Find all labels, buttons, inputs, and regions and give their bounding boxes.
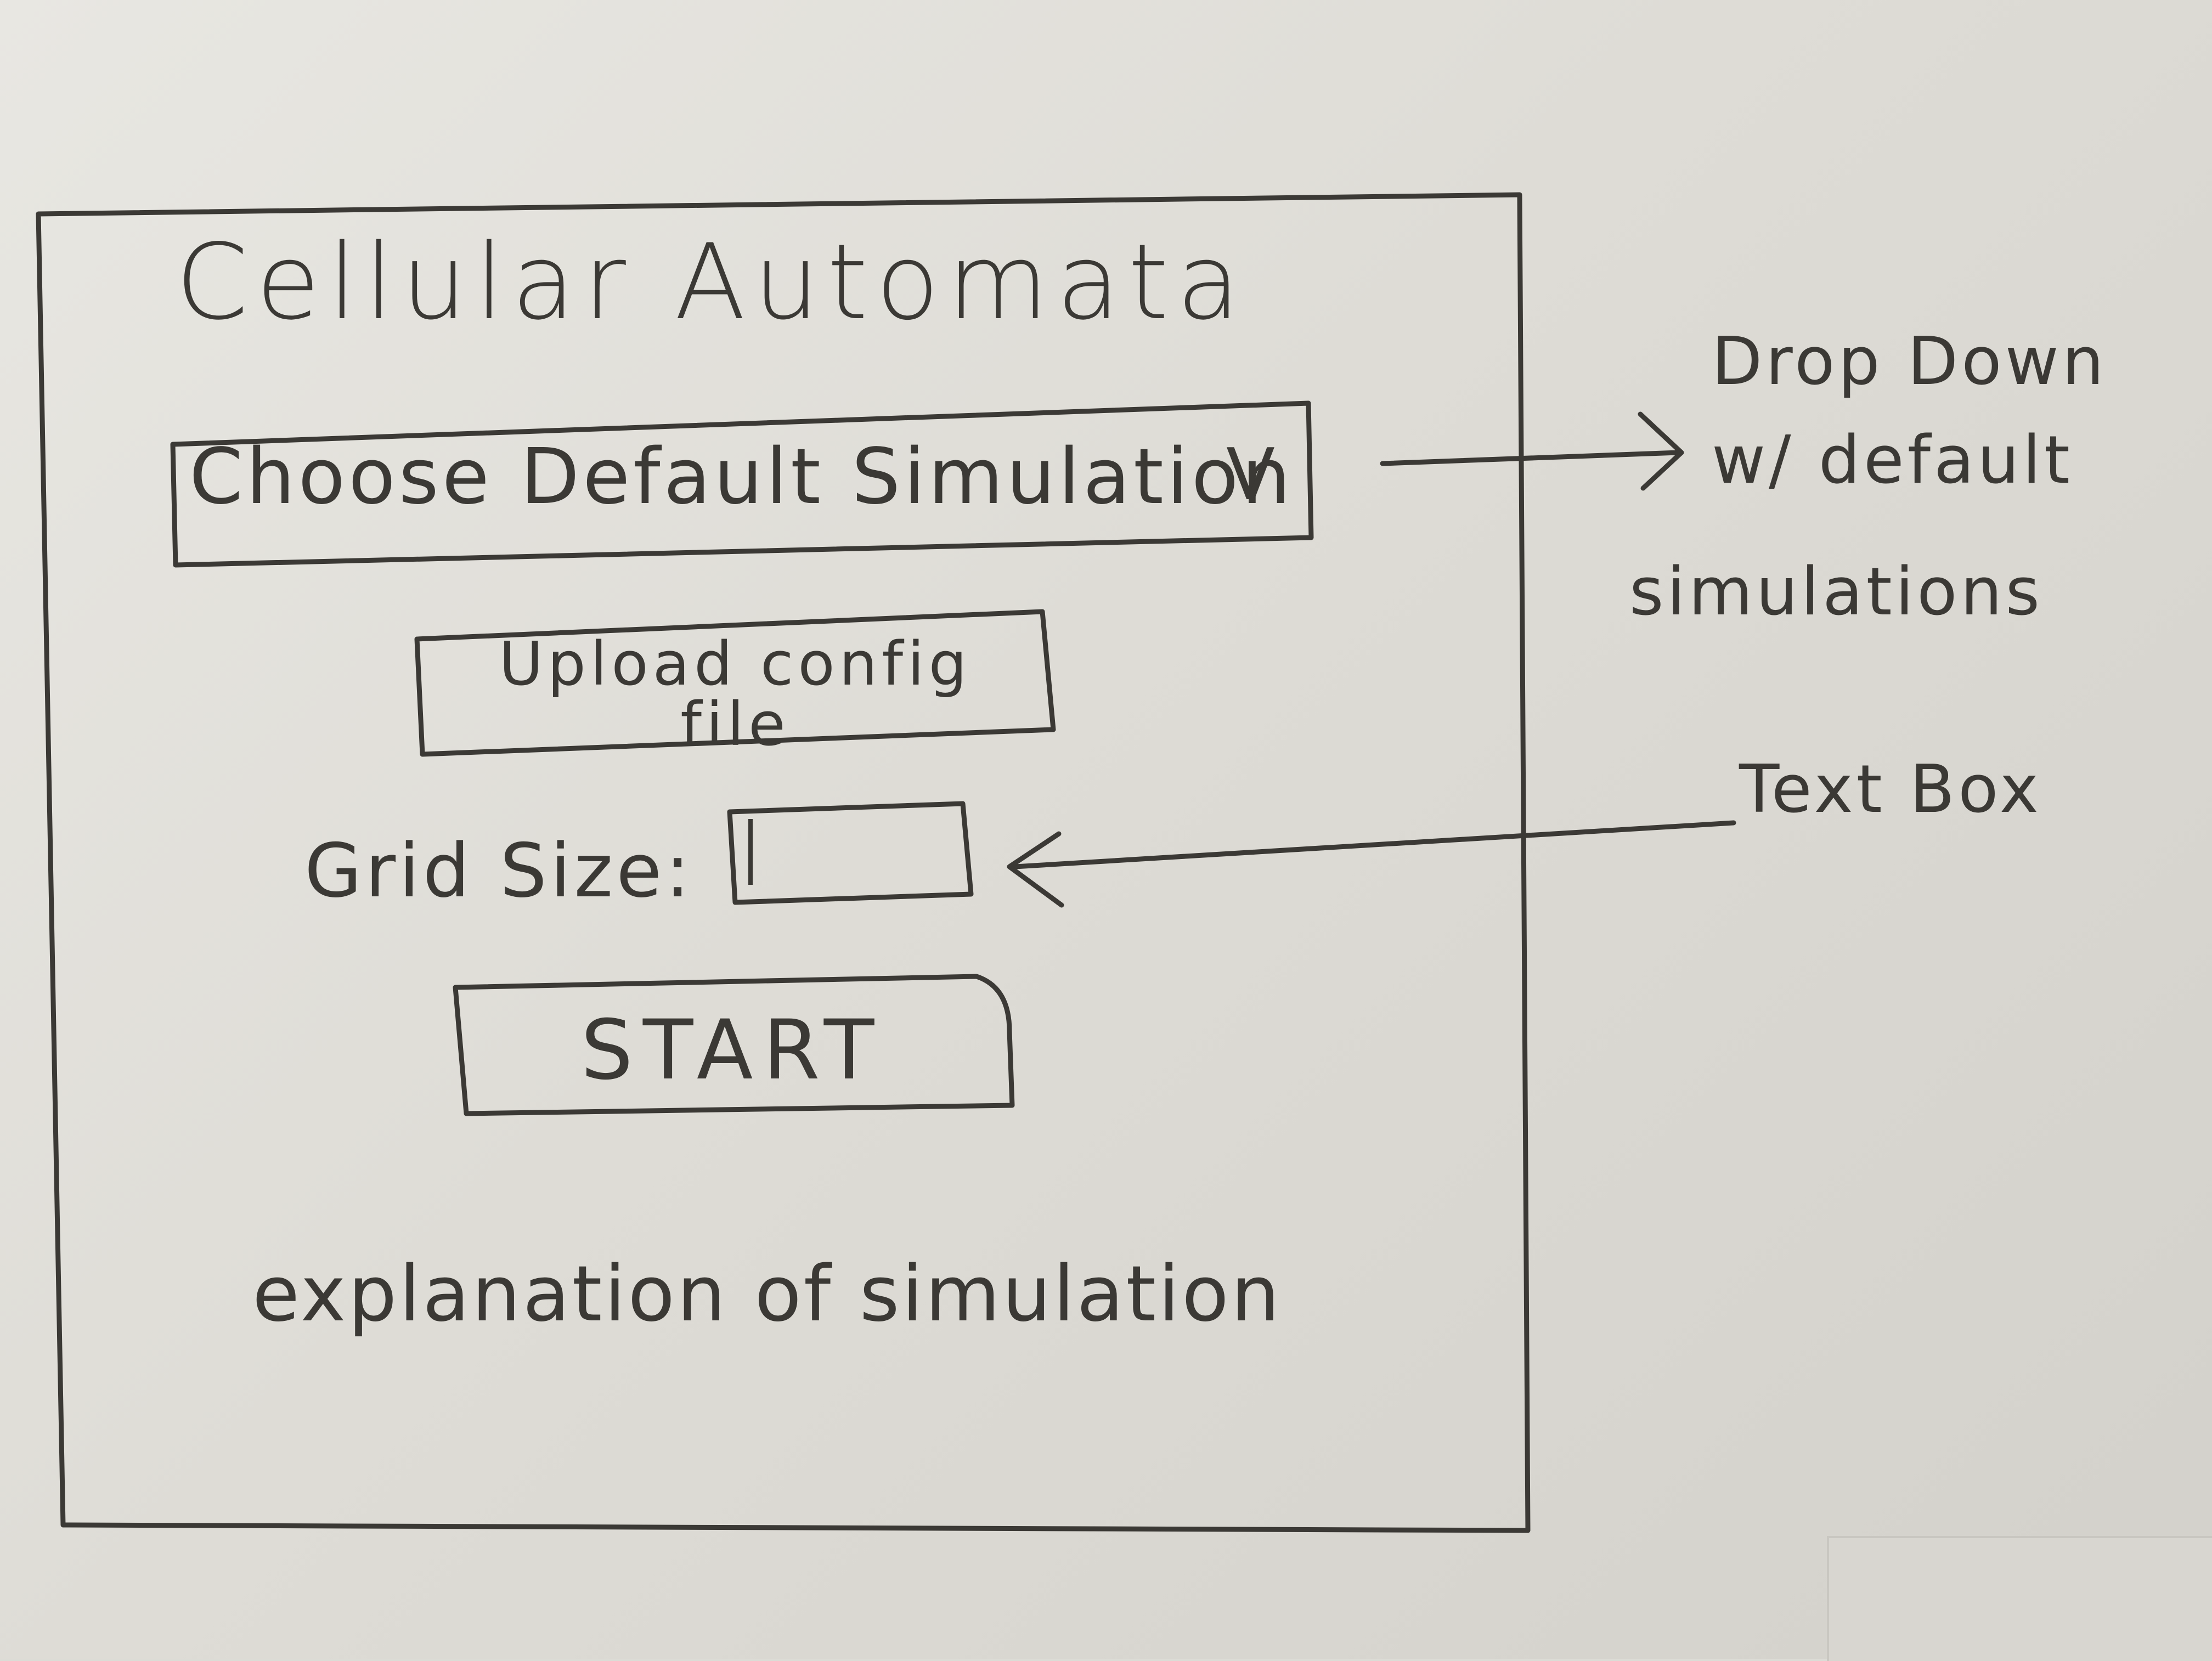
dropdown-arrow-line	[1380, 450, 1681, 466]
dropdown-annotation-line-3: simulations	[1629, 554, 2044, 630]
textbox-annotation: Text Box	[1739, 752, 2042, 828]
textbox-arrow-line	[1012, 820, 1736, 869]
grid-size-input[interactable]	[730, 804, 971, 902]
textbox-arrow-head	[1007, 831, 1064, 908]
dropdown-annotation-line-1: Drop Down	[1712, 324, 2107, 400]
dropdown-outline	[170, 400, 1314, 568]
app-title: Cellular Automata	[176, 222, 1248, 343]
upload-config-label: Upload config file	[499, 629, 972, 759]
start-outline	[453, 974, 1015, 1116]
grid-input-outline	[727, 801, 974, 905]
start-button[interactable]: START	[455, 976, 1009, 1114]
simulation-explanation: explanation of simulation	[252, 1250, 1282, 1339]
window-frame	[36, 192, 1531, 1533]
text-cursor	[748, 819, 753, 885]
dropdown-annotation-line-2: w/ default	[1712, 422, 2073, 499]
underlying-sheet-edge	[1827, 1536, 2212, 1661]
default-simulation-dropdown[interactable]: Choose Default Simulation V	[173, 406, 1308, 565]
chevron-down-icon[interactable]: V	[1226, 433, 1275, 516]
grid-size-label: Grid Size:	[304, 828, 693, 914]
upload-config-button[interactable]: Upload config file	[417, 612, 1053, 754]
start-label: START	[580, 1003, 884, 1098]
dropdown-label: Choose Default Simulation	[189, 432, 1294, 522]
dropdown-arrow-head	[1638, 411, 1684, 491]
upload-outline	[414, 609, 1056, 757]
